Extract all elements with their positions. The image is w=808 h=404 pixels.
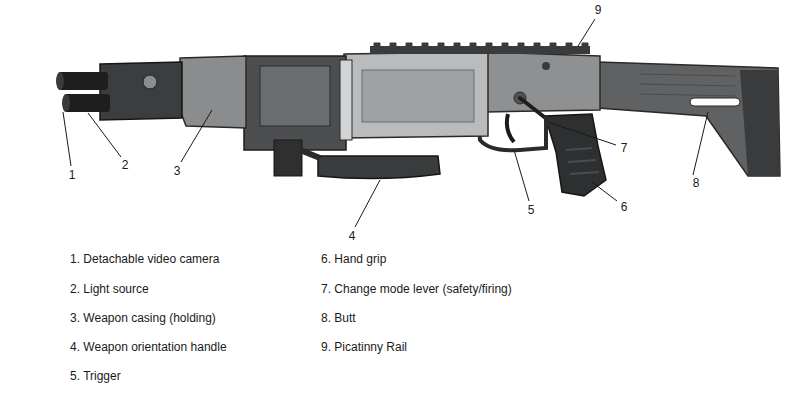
callout-number: 3 (174, 164, 181, 178)
main-receiver (344, 52, 488, 138)
leader-lines (63, 19, 708, 227)
part-name: 7. Change mode lever (safety/firing) (321, 282, 512, 296)
hinge-body (244, 56, 346, 150)
callout-number: 1 (69, 168, 76, 182)
grip-ribs (566, 148, 599, 174)
leader-line (355, 180, 380, 227)
leader-line (592, 182, 617, 201)
part-name: 8. Butt (321, 311, 356, 325)
callout-number: 6 (621, 200, 628, 214)
callout-number: 2 (122, 158, 129, 172)
part-name: 2. Light source (70, 282, 149, 296)
butt-plate (740, 70, 780, 176)
hinge-plate (260, 66, 330, 126)
head-knob (143, 75, 157, 89)
leader-line (88, 113, 121, 157)
leader-line (578, 19, 595, 46)
weapon-casing (180, 56, 246, 128)
front-grip (274, 140, 302, 176)
callout-number: 9 (595, 3, 602, 17)
orientation-handle (318, 156, 440, 179)
light-source (64, 94, 110, 112)
part-name: 1. Detachable video camera (70, 252, 219, 266)
head-module (100, 62, 182, 120)
part-name: 4. Weapon orientation handle (70, 340, 227, 354)
leader-line (514, 150, 529, 201)
leader-line (693, 112, 708, 175)
rail-teeth (374, 43, 588, 46)
part-name: 3. Weapon casing (holding) (70, 311, 216, 325)
camera-lens (56, 72, 64, 90)
picatinny-rail (370, 46, 590, 54)
leader-line (63, 112, 71, 166)
callout-number: 8 (693, 176, 700, 190)
leader-line (181, 110, 212, 162)
part-name: 5. Trigger (70, 369, 121, 383)
handle-arm (300, 150, 320, 158)
rear-receiver (486, 52, 600, 112)
mode-lever (520, 98, 548, 120)
stock-ribs (640, 74, 735, 96)
leader-line (548, 122, 616, 145)
callout-number: 4 (349, 229, 356, 243)
part-name: 6. Hand grip (321, 252, 386, 266)
receiver-panel (362, 70, 474, 122)
butt-stock (598, 62, 780, 176)
receiver-pin (542, 62, 550, 70)
hinge-pin (340, 60, 352, 140)
callout-number: 5 (528, 203, 535, 217)
stock-slot (690, 98, 740, 106)
part-name: 9. Picatinny Rail (321, 340, 407, 354)
light-lens (62, 94, 70, 112)
hand-grip (545, 114, 606, 196)
trigger (507, 114, 514, 142)
video-camera (58, 72, 108, 90)
callout-number: 7 (621, 141, 628, 155)
